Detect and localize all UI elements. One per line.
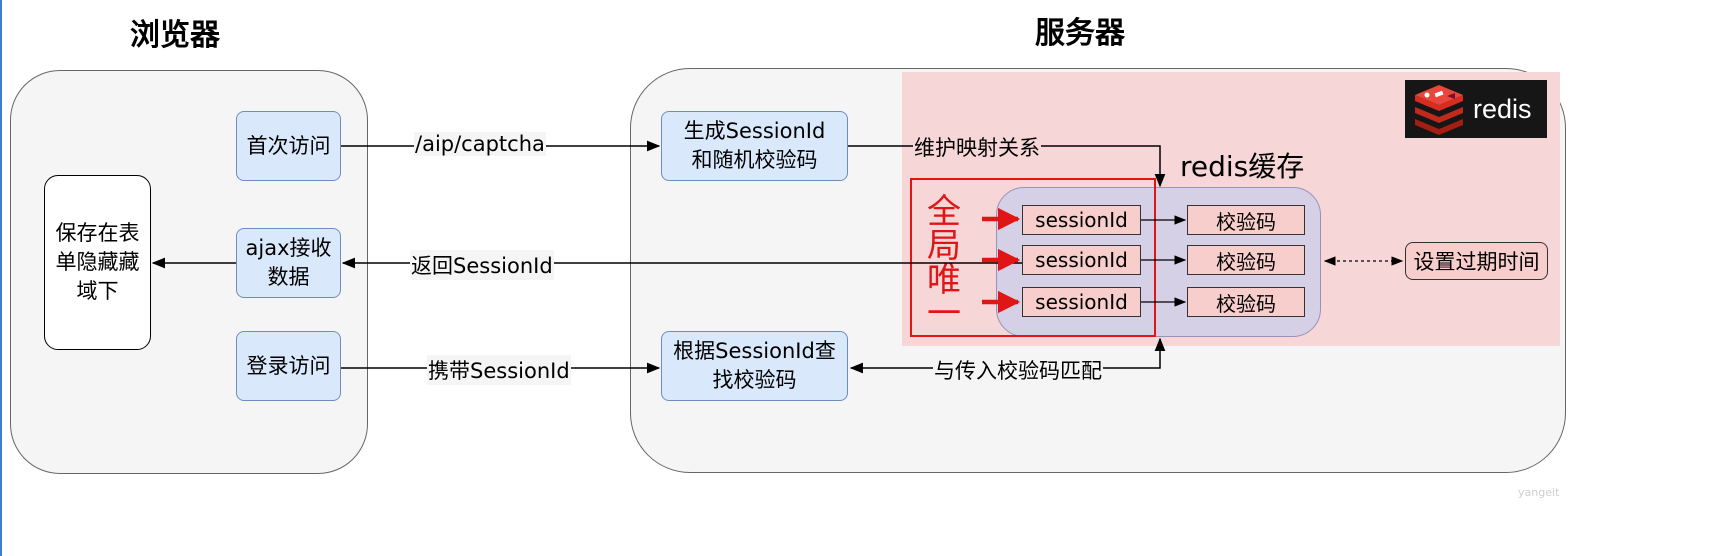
- carry-session-label: 携带SessionId: [427, 355, 571, 385]
- verification-code-pill: 校验码: [1187, 205, 1305, 235]
- session-id-pill: sessionId: [1022, 245, 1141, 275]
- match-code-label: 与传入校验码匹配: [933, 355, 1103, 385]
- captcha-label: /aip/captcha: [414, 132, 546, 156]
- ajax-receive-node: ajax接收数据: [236, 228, 341, 298]
- watermark: yangeit: [1518, 486, 1560, 499]
- verification-code-pill: 校验码: [1187, 245, 1305, 275]
- session-id-pill: sessionId: [1022, 205, 1141, 235]
- first-visit-node: 首次访问: [236, 111, 341, 181]
- global-unique-label: 全局唯一: [927, 192, 961, 334]
- store-hidden-field-box: 保存在表单隐藏藏域下: [44, 175, 151, 350]
- server-title: 服务器: [1035, 16, 1125, 51]
- redis-logo: redis: [1405, 80, 1547, 138]
- maintain-mapping-label: 维护映射关系: [913, 132, 1041, 162]
- redis-cache-label: redis缓存: [1180, 150, 1305, 183]
- global-unique-box: [910, 178, 1156, 337]
- browser-title: 浏览器: [130, 18, 220, 53]
- session-id-pill: sessionId: [1022, 287, 1141, 317]
- lookup-code-node: 根据SessionId查找校验码: [661, 331, 848, 401]
- return-session-label: 返回SessionId: [410, 250, 554, 280]
- set-expire-node: 设置过期时间: [1405, 242, 1548, 280]
- login-visit-node: 登录访问: [236, 331, 341, 401]
- verification-code-pill: 校验码: [1187, 287, 1305, 317]
- store-hidden-field-label: 保存在表单隐藏藏域下: [55, 221, 140, 303]
- redis-logo-text: redis: [1473, 93, 1532, 124]
- redis-logo-icon: [1415, 85, 1463, 135]
- generate-session-node: 生成SessionId和随机校验码: [661, 111, 848, 181]
